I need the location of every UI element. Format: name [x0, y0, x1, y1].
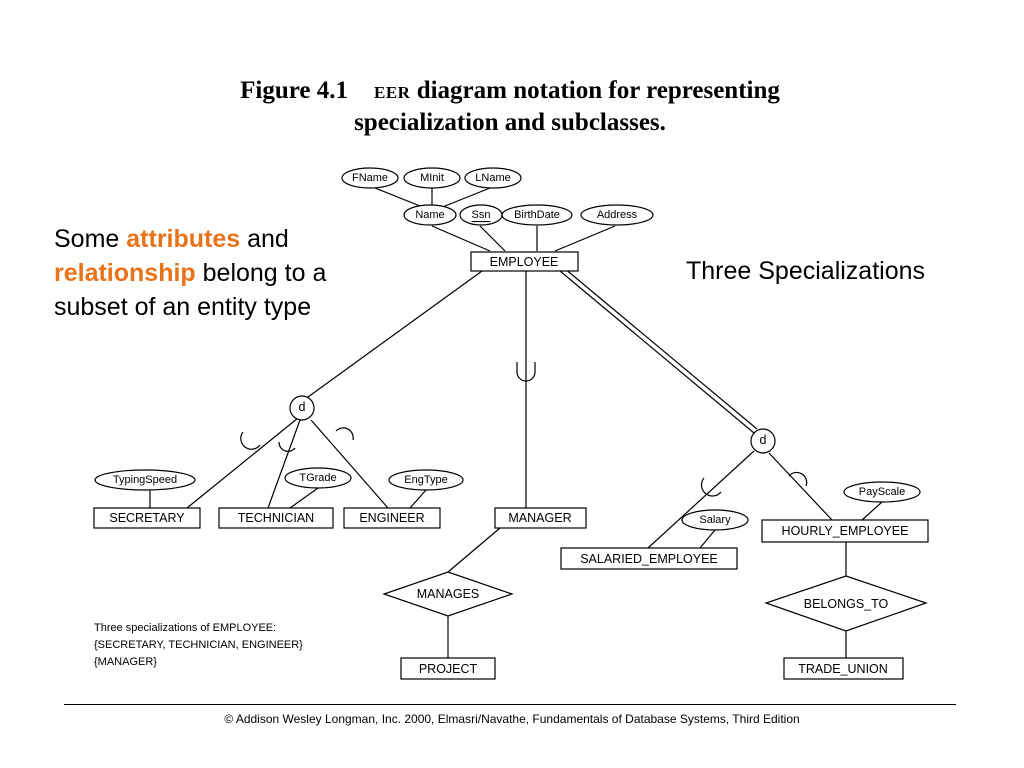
rel-belongs-to-shape: [764, 575, 928, 632]
copyright-notice: © Addison Wesley Longman, Inc. 2000, Elm…: [224, 712, 800, 726]
edge-manager-manages: [447, 527, 501, 573]
figure-title-line1: diagram notation for representing: [416, 77, 780, 104]
edge-engtype-engineer: [409, 489, 427, 509]
attr-payscale: PayScale: [859, 486, 905, 498]
edge-fname-name: [374, 187, 426, 209]
figure-number: Figure 4.1: [240, 77, 348, 104]
figure-eer: EER: [373, 83, 411, 102]
rel-belongs-to: BELONGS_TO: [804, 597, 889, 611]
attr-typingspeed: TypingSpeed: [113, 474, 177, 486]
figure-title-line2: specialization and subclasses.: [354, 109, 666, 136]
edge-name-employee: [431, 225, 491, 252]
entity-secretary: SECRETARY: [109, 511, 185, 525]
attr-name: Name: [415, 209, 444, 221]
left-note-highlight-relationship: relationship: [54, 259, 196, 287]
subset-symbol-manager: [516, 362, 536, 382]
attr-fname-shape: [341, 167, 399, 189]
left-note-text-1: Some: [54, 225, 127, 253]
attr-lname: LName: [475, 172, 510, 184]
disjoint-circle-right-shape: [750, 428, 776, 454]
entity-technician-box: [218, 507, 334, 529]
attr-minit-shape: [403, 167, 461, 189]
edge-employee-right-circle-a: [559, 270, 755, 434]
left-note-text-2: and: [240, 225, 289, 253]
attr-ssn: Ssn: [472, 209, 491, 221]
attr-tgrade-shape: [284, 467, 352, 489]
attr-engtype-shape: [388, 469, 464, 491]
edge-left-circle-engineer: [310, 419, 389, 509]
rel-manages: MANAGES: [417, 587, 480, 601]
entity-manager: MANAGER: [508, 511, 571, 525]
subset-symbol-salaried: [700, 477, 722, 497]
figure-title: Figure 4.1 EER diagram notation for repre…: [150, 76, 870, 138]
attr-birthdate: BirthDate: [514, 209, 560, 221]
right-note: Three Specializations: [686, 257, 926, 285]
attr-address-shape: [580, 204, 654, 226]
entity-salaried-box: [560, 547, 738, 570]
attr-salary-shape: [681, 509, 749, 531]
subset-symbol-technician: [278, 441, 296, 452]
attr-salary: Salary: [699, 514, 731, 526]
entity-trade-union: TRADE_UNION: [798, 662, 888, 676]
edge-tgrade-technician: [289, 487, 319, 509]
subset-symbol-hourly: [788, 471, 808, 487]
entity-trade-union-box: [783, 657, 904, 680]
attr-minit: MInit: [420, 172, 444, 184]
edge-lname-name: [439, 187, 491, 209]
subset-symbol-secretary: [240, 431, 261, 450]
entity-technician: TECHNICIAN: [238, 511, 314, 525]
entity-hourly-box: [761, 519, 929, 543]
entity-employee-box: [470, 251, 579, 272]
attr-lname-shape: [464, 167, 522, 189]
entity-secretary-box: [93, 507, 201, 529]
entity-project: PROJECT: [419, 662, 478, 676]
edge-ssn-employee: [479, 225, 506, 252]
subset-symbol-engineer: [335, 427, 354, 441]
edge-employee-right-circle-b: [563, 267, 758, 430]
left-note-text-3: belong to a subset of an entity type: [54, 259, 327, 321]
left-note-highlight-attributes: attributes: [126, 225, 241, 253]
edge-left-circle-technician: [267, 419, 301, 509]
edge-right-circle-salaried: [647, 450, 755, 549]
diagram-caption-line3: {MANAGER}: [94, 656, 157, 668]
entity-engineer-box: [343, 507, 441, 529]
diagram-caption-line1: Three specializations of EMPLOYEE:: [94, 622, 276, 634]
left-note: Some attributes and relationship belong t…: [54, 222, 354, 324]
entity-engineer: ENGINEER: [359, 511, 424, 525]
attr-engtype: EngType: [404, 474, 447, 486]
entity-employee: EMPLOYEE: [490, 255, 559, 269]
footer-divider: [64, 704, 956, 705]
rel-manages-shape: [382, 571, 514, 617]
entity-hourly-employee: HOURLY_EMPLOYEE: [782, 524, 909, 538]
edge-employee-left-circle: [307, 270, 483, 398]
attr-payscale-shape: [843, 481, 921, 503]
attr-name-shape: [403, 204, 457, 226]
entity-salaried-employee: SALARIED_EMPLOYEE: [580, 552, 718, 566]
edge-address-employee: [554, 225, 616, 252]
disjoint-circle-left: d: [299, 400, 306, 414]
attr-fname: FName: [352, 172, 388, 184]
edge-left-circle-secretary: [186, 417, 299, 509]
entity-project-box: [400, 657, 496, 680]
edge-salary-salaried: [699, 529, 716, 549]
attr-typingspeed-shape: [94, 469, 196, 491]
entity-manager-box: [494, 507, 587, 529]
disjoint-circle-left-shape: [289, 395, 315, 421]
diagram-caption-line2: {SECRETARY, TECHNICIAN, ENGINEER}: [94, 639, 303, 651]
edge-payscale-hourly: [861, 501, 883, 521]
disjoint-circle-right: d: [760, 433, 767, 447]
attr-address: Address: [597, 209, 638, 221]
attr-tgrade: TGrade: [299, 472, 336, 484]
edge-right-circle-hourly: [768, 452, 833, 521]
attr-birthdate-shape: [501, 204, 573, 226]
